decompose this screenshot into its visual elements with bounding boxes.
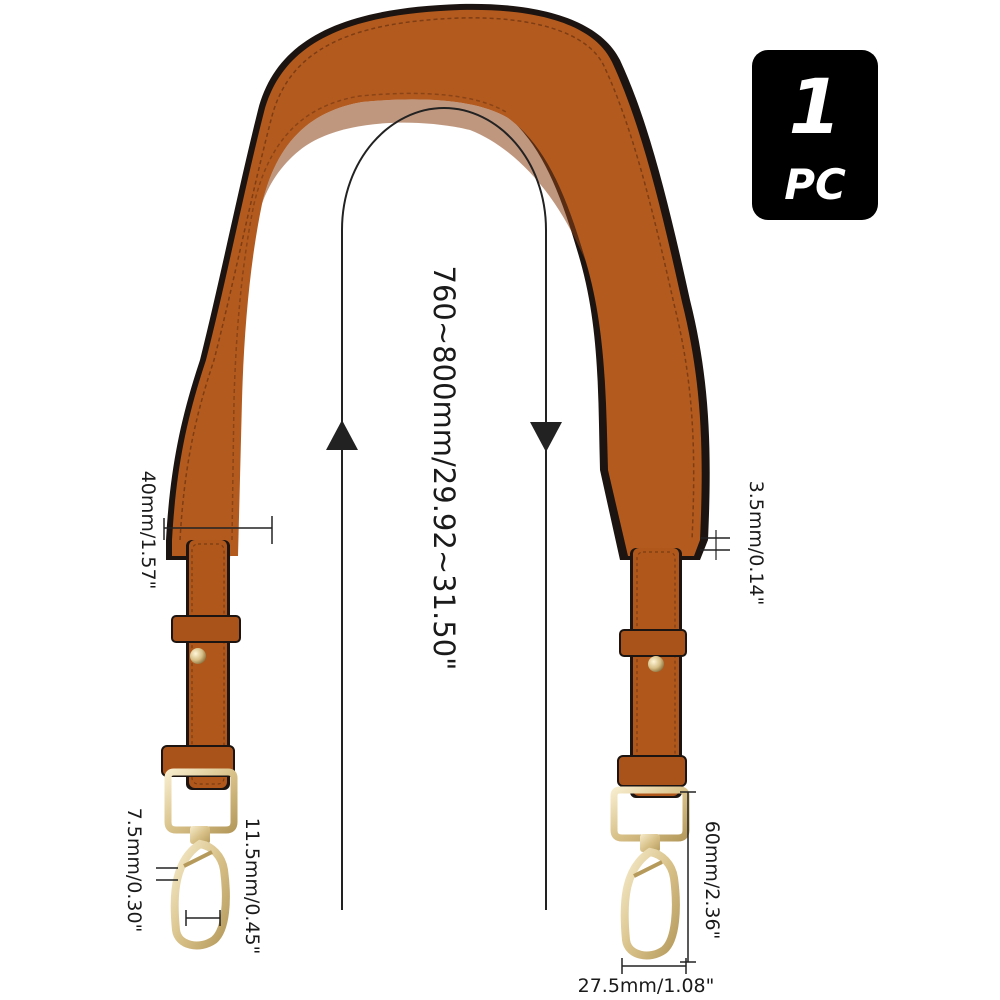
- strap-stitch-inner: [231, 92, 507, 541]
- hook-width-label: 27.5mm/1.08": [578, 975, 715, 997]
- left-keeper-loop: [171, 615, 241, 643]
- hook-inner-width-label: 11.5mm/0.45": [241, 818, 263, 955]
- hook-opening-label: 7.5mm/0.30": [123, 808, 145, 933]
- quantity-badge: 1 PC: [752, 50, 878, 220]
- strap-thickness-label: 3.5mm/0.14": [745, 481, 767, 606]
- strap-inner-shade: [262, 99, 586, 262]
- total-length-label: 760~800mm/29.92~31.50": [427, 266, 461, 671]
- arrow-up-icon: [326, 420, 358, 450]
- left-rivet: [190, 648, 206, 664]
- length-arc-line: [341, 106, 547, 910]
- badge-unit: PC: [784, 160, 846, 209]
- left-clasp-icon: [164, 768, 238, 950]
- right-keeper-loop: [619, 629, 687, 657]
- badge-count: 1: [788, 62, 842, 151]
- right-clasp-icon: [610, 786, 690, 960]
- strap-leather: [172, 9, 702, 557]
- strap-width-label: 40mm/1.57": [137, 471, 159, 590]
- arrow-down-icon: [530, 422, 562, 452]
- strap-stitch-outer: [179, 17, 695, 541]
- left-strap-tab: [161, 540, 241, 790]
- right-strap-tab: [617, 548, 687, 798]
- right-rivet: [648, 656, 664, 672]
- hook-length-label: 60mm/2.36": [701, 821, 723, 940]
- right-lower-loop: [617, 755, 687, 787]
